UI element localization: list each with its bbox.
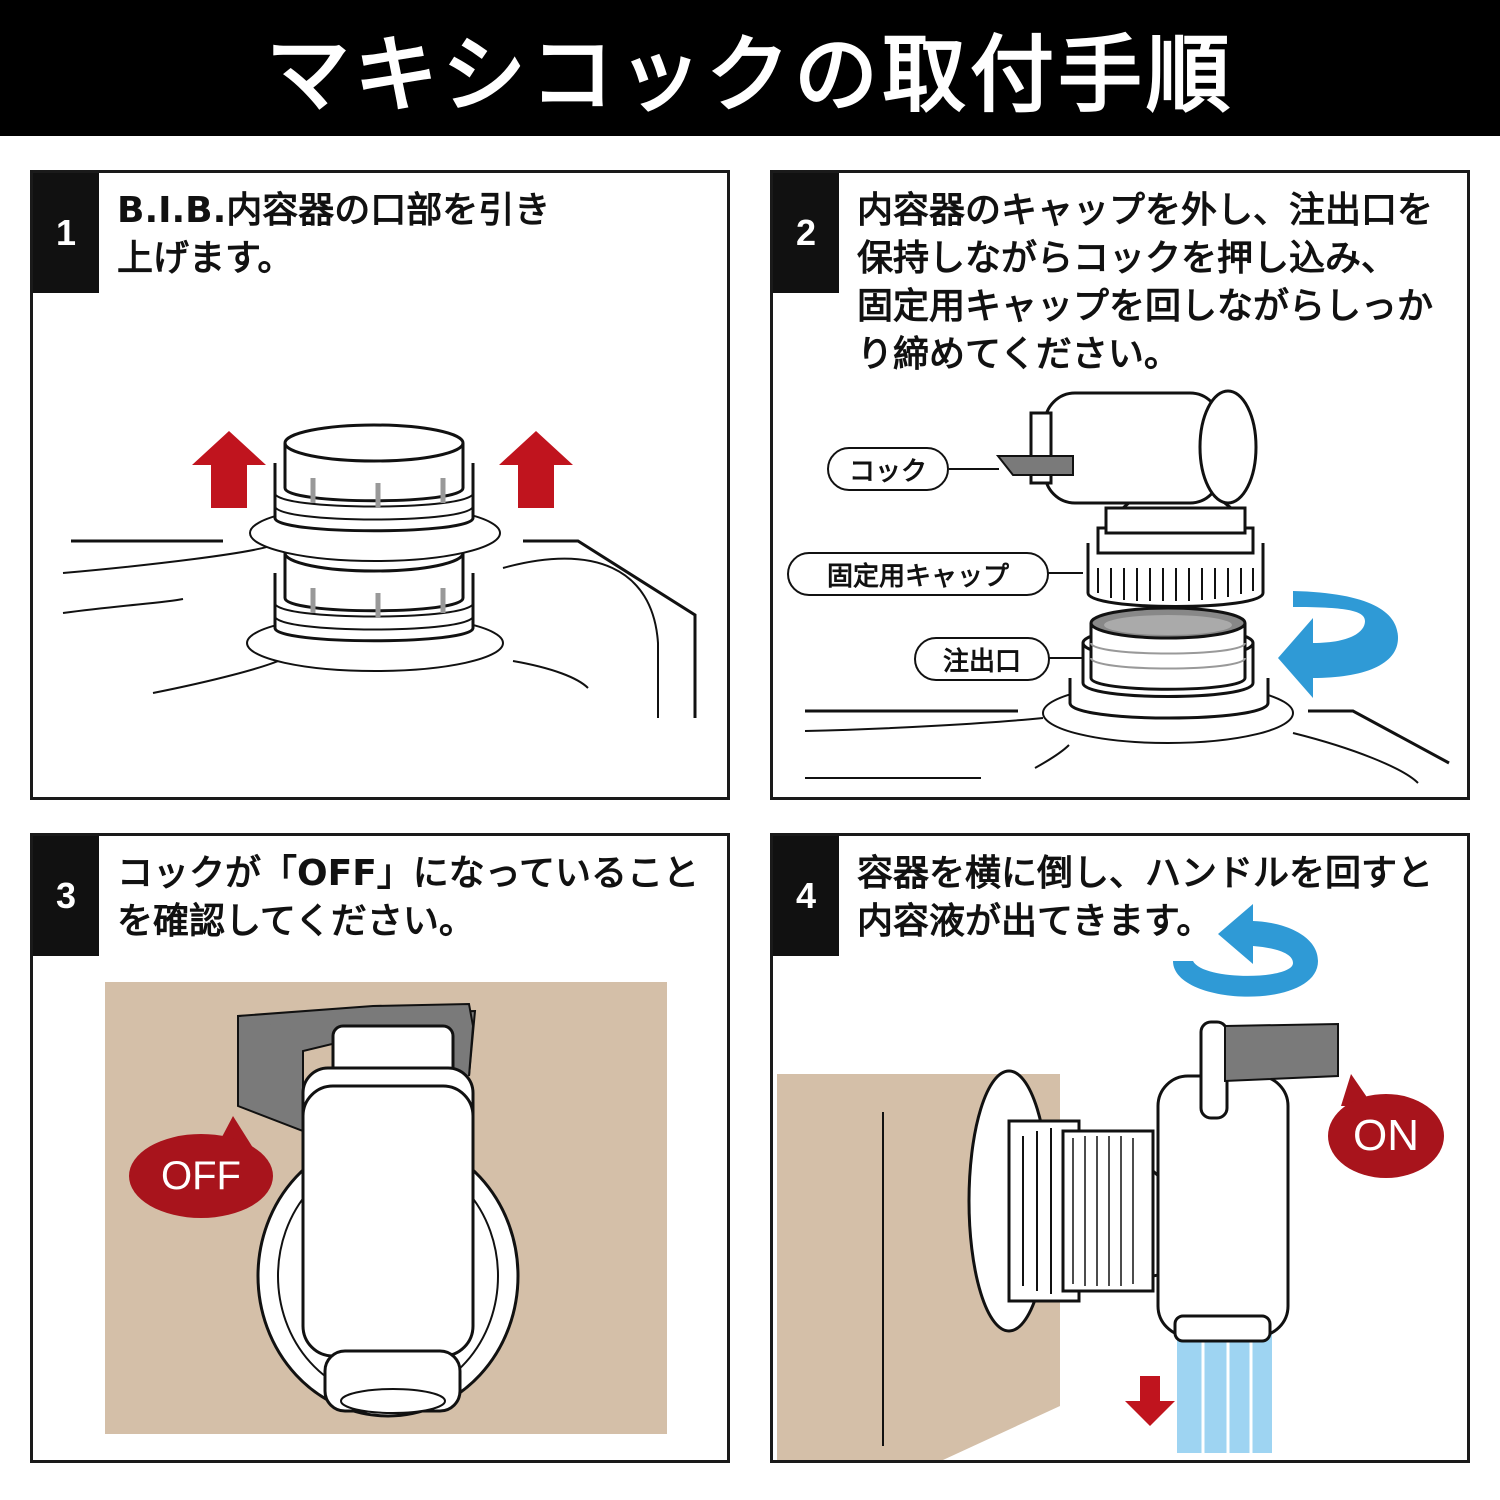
step-number: 1 bbox=[33, 173, 99, 293]
on-badge bbox=[1328, 1094, 1444, 1178]
step-4-illustration bbox=[777, 904, 1444, 1460]
red-down-arrow-icon bbox=[1125, 1376, 1175, 1426]
step-2-panel: コック 固定用キャップ 注出口 2 内容器のキャップを外し、注出口を 保持しなが… bbox=[770, 170, 1470, 800]
callout-fixing-cap bbox=[787, 552, 1049, 596]
step-text: 容器を横に倒し、ハンドルを回すと 内容液が出てきます。 bbox=[857, 853, 1434, 942]
callout-spout-label: 注出口 bbox=[942, 646, 1021, 677]
step-3-panel: OFF 3 コックが「OFF」になっていること を確認してください。 bbox=[30, 833, 730, 1463]
red-up-arrow-icon bbox=[499, 431, 573, 508]
step-2-illustration bbox=[787, 389, 1450, 784]
step-number: 2 bbox=[773, 173, 839, 293]
off-badge bbox=[129, 1134, 273, 1218]
step-number: 4 bbox=[773, 836, 839, 956]
on-badge-label: ON bbox=[1353, 1111, 1419, 1160]
blue-rotate-arrow-icon bbox=[1278, 591, 1398, 698]
step-text: B.I.B.内容器の口部を引き 上げます。 bbox=[117, 190, 551, 279]
step-3-illustration bbox=[105, 982, 667, 1434]
step-1-panel: 1 B.I.B.内容器の口部を引き 上げます。 bbox=[30, 170, 730, 800]
callout-spout bbox=[914, 637, 1050, 681]
step-number: 3 bbox=[33, 836, 99, 956]
step-text: コックが「OFF」になっていること を確認してください。 bbox=[117, 853, 699, 942]
page-title: マキシコックの取付手順 bbox=[265, 25, 1234, 124]
red-up-arrow-icon bbox=[192, 431, 266, 508]
callout-cock-label: コック bbox=[848, 456, 927, 487]
blue-rotate-arrow-icon bbox=[1173, 904, 1318, 997]
step-4-panel: ON 4 容器を横に倒し、ハンドルを回すと 内容液が出てきます。 bbox=[770, 833, 1470, 1463]
step-1-illustration bbox=[62, 423, 697, 718]
page-header: マキシコックの取付手順 bbox=[0, 0, 1500, 136]
step-text: 内容器のキャップを外し、注出口を 保持しながらコックを押し込み、 固定用キャップ… bbox=[857, 190, 1434, 375]
off-badge-label: OFF bbox=[161, 1153, 241, 1198]
callout-fixing-cap-label: 固定用キャップ bbox=[826, 561, 1009, 592]
callout-cock bbox=[827, 447, 949, 491]
